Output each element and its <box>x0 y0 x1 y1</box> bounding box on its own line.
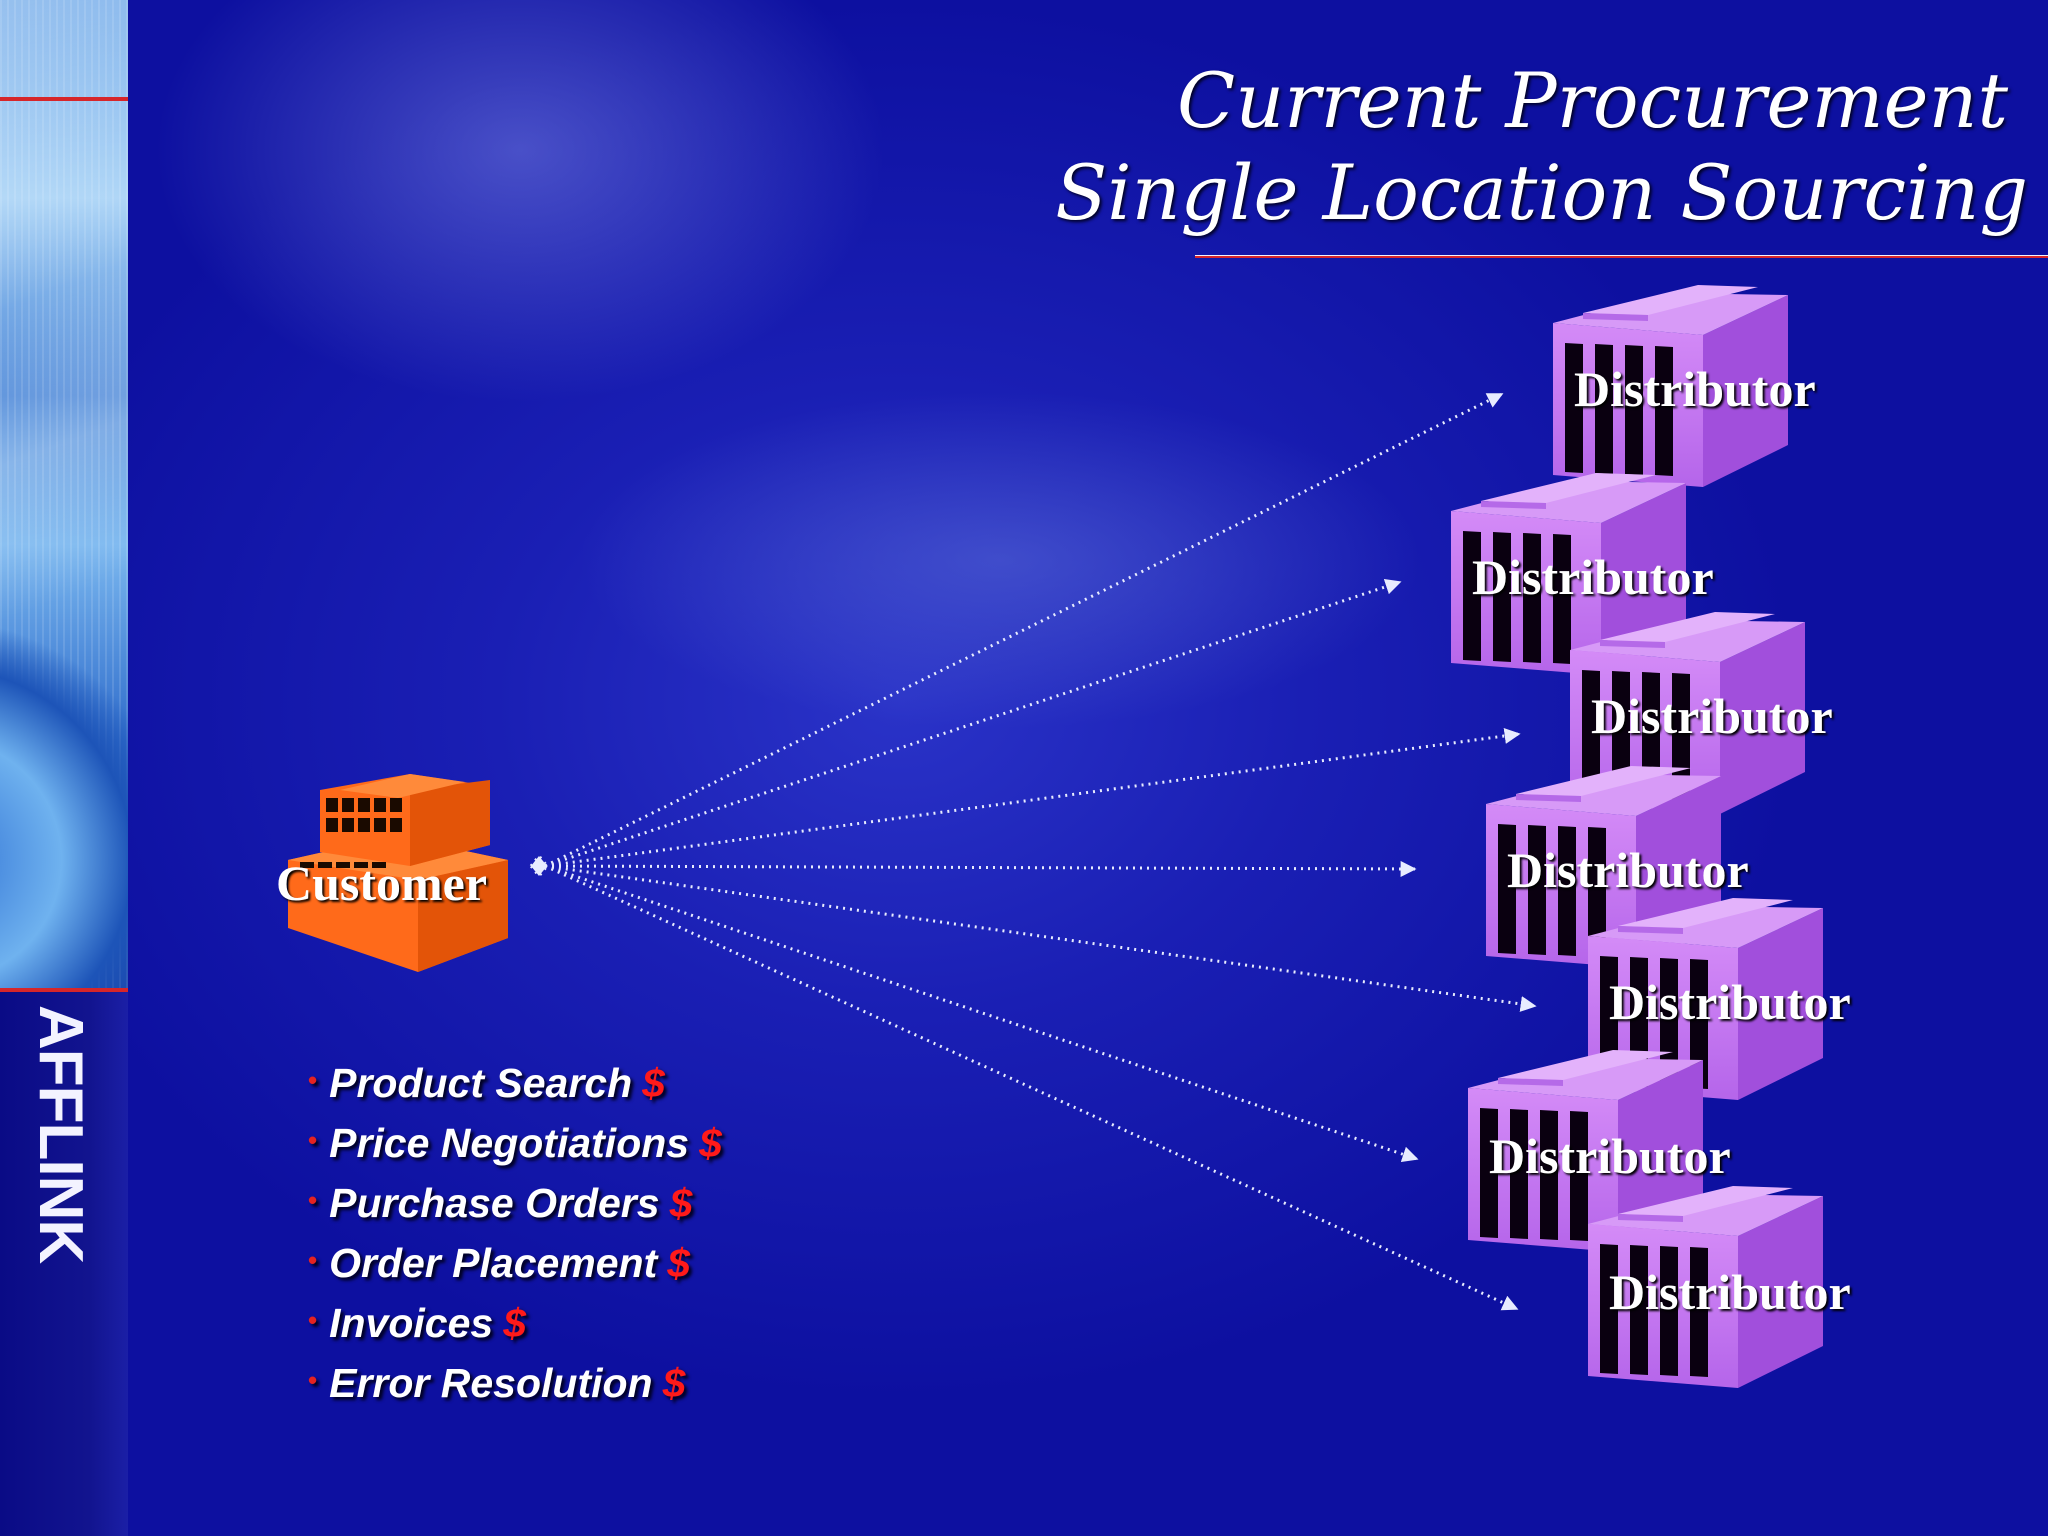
distributor-label: Distributor <box>1574 361 1816 417</box>
cost-symbol: $ <box>662 1360 686 1406</box>
purple-warehouse-icon <box>1468 1050 1703 1252</box>
distributor-label: Distributor <box>1507 842 1749 898</box>
globe-photo <box>0 0 128 990</box>
purple-warehouse-icon <box>1553 285 1788 487</box>
cost-item: • Error Resolution$ <box>308 1360 722 1420</box>
cost-label: Purchase Orders <box>329 1180 660 1226</box>
distributor-label: Distributor <box>1591 688 1833 744</box>
dotted-arrow <box>544 392 1504 868</box>
purple-warehouse-icon <box>1451 473 1686 675</box>
bullet-dot: • <box>308 1305 318 1335</box>
purple-warehouse-icon <box>1588 1186 1823 1388</box>
title-underline <box>1195 255 2048 258</box>
side-red-line-bottom <box>0 988 128 992</box>
dotted-arrow <box>544 728 1521 868</box>
bullet-dot: • <box>308 1065 318 1095</box>
bullet-dot: • <box>308 1125 318 1155</box>
cost-symbol: $ <box>699 1120 722 1166</box>
cost-list: •Product Search$•Price Negotiations$•Pur… <box>308 1060 722 1420</box>
dotted-arrow <box>544 578 1402 868</box>
cost-symbol: $ <box>503 1300 527 1346</box>
distributor-label: Distributor <box>1489 1128 1731 1184</box>
distributor-label: Distributor <box>1609 1264 1851 1320</box>
cost-symbol: $ <box>669 1180 693 1226</box>
cost-item: • Price Negotiations$ <box>308 1120 722 1180</box>
orange-building-icon <box>288 774 508 972</box>
side-red-line-top <box>0 97 128 101</box>
dotted-arrow <box>544 864 1537 1012</box>
side-strip: AFFLINK <box>0 0 128 1536</box>
arrow-origin-marker <box>529 853 549 879</box>
cost-item: • Product Search$ <box>308 1060 722 1120</box>
cost-item: • Purchase Orders$ <box>308 1180 722 1240</box>
customer-label: Customer <box>276 855 488 911</box>
cost-symbol: $ <box>667 1240 691 1286</box>
dotted-arrow <box>544 860 1417 877</box>
cost-label: Invoices <box>329 1300 494 1346</box>
distributor-label: Distributor <box>1609 974 1851 1030</box>
dotted-arrow <box>544 864 1519 1311</box>
bullet-dot: • <box>308 1245 318 1275</box>
title-line-1: Current Procurement <box>1177 56 2008 145</box>
bullet-dot: • <box>308 1365 318 1395</box>
purple-warehouse-icon <box>1570 612 1805 814</box>
distributor-label: Distributor <box>1472 549 1714 605</box>
bullet-dot: • <box>308 1185 318 1215</box>
title-line-2: Single Location Sourcing <box>1055 148 2028 237</box>
cost-label: Order Placement <box>329 1240 658 1286</box>
cost-item: • Order Placement$ <box>308 1240 722 1300</box>
cost-item: • Invoices$ <box>308 1300 722 1360</box>
cost-label: Product Search <box>329 1060 633 1106</box>
cost-label: Error Resolution <box>329 1360 653 1406</box>
cost-label: Price Negotiations <box>329 1120 690 1166</box>
cost-symbol: $ <box>642 1060 665 1106</box>
